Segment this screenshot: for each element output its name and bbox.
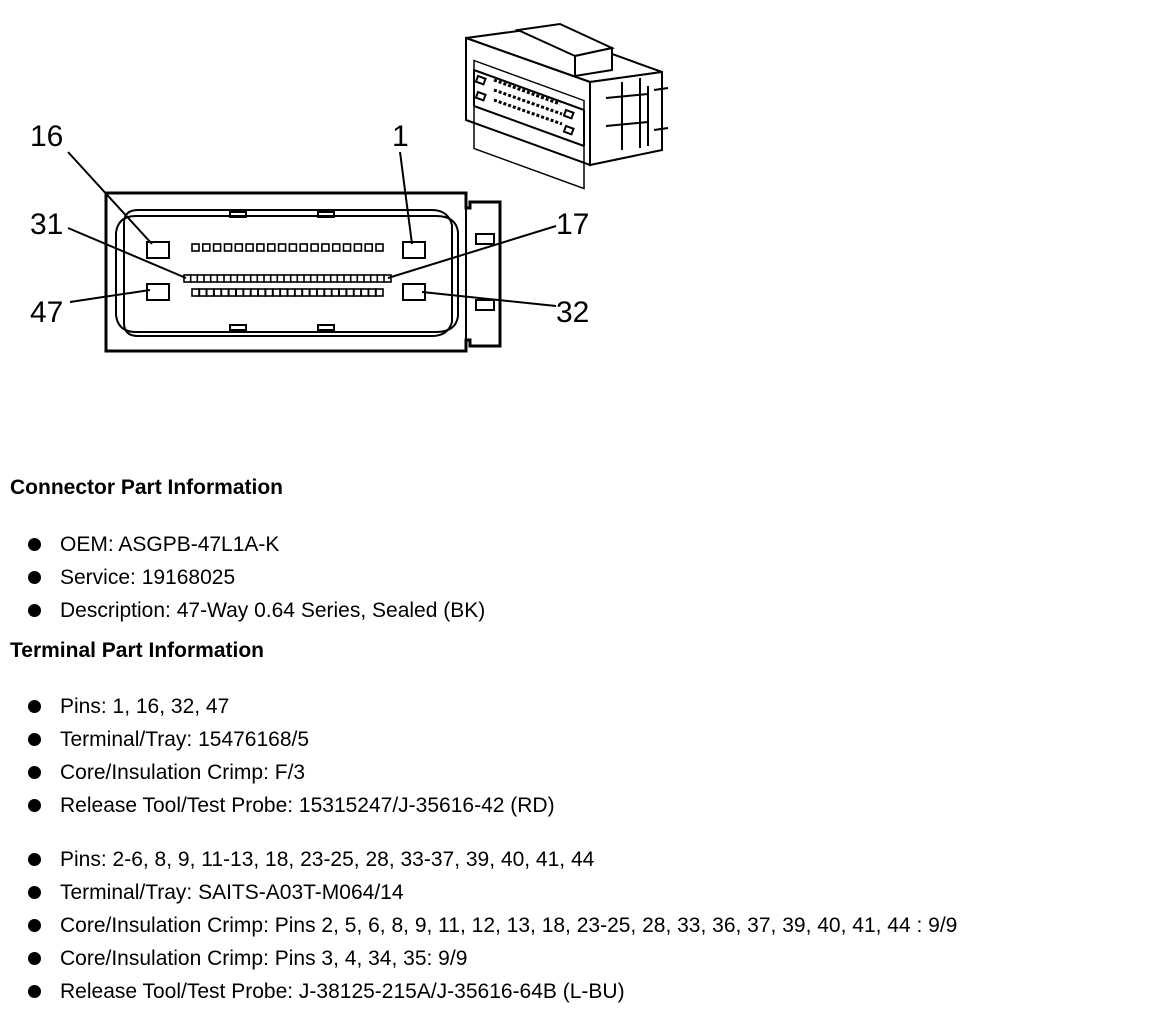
connector-diagram: 16 1 31 17 47 32 (30, 22, 669, 353)
bullet-icon (28, 766, 41, 779)
pin-label-16: 16 (30, 120, 63, 153)
small-cavity (364, 243, 374, 252)
terminal-group-2: Pins: 2-6, 8, 9, 11-13, 18, 23-25, 28, 3… (28, 843, 957, 1008)
terminal-group-1: Pins: 1, 16, 32, 47 Terminal/Tray: 15476… (28, 690, 555, 822)
cavity-16 (146, 241, 170, 259)
small-cavity (279, 288, 289, 297)
small-cavity (277, 243, 287, 252)
small-cavity (308, 288, 318, 297)
connector-part-heading: Connector Part Information (10, 476, 284, 499)
small-cavity (256, 243, 265, 252)
small-cavity (242, 288, 252, 297)
list-item: Terminal/Tray: 15476168/5 (28, 723, 555, 756)
cavity-row-middle (183, 274, 392, 283)
cavity-row-top (191, 243, 384, 252)
bullet-icon (28, 985, 41, 998)
pin-label-32: 32 (556, 296, 589, 329)
bullet-icon (28, 952, 41, 965)
small-cavity (345, 288, 355, 297)
list-item: OEM: ASGPB-47L1A-K (28, 528, 485, 561)
small-cavity (342, 243, 352, 252)
small-cavity (288, 243, 298, 252)
small-cavity (360, 288, 370, 297)
small-cavity (212, 243, 222, 252)
list-item: Core/Insulation Crimp: F/3 (28, 756, 555, 789)
small-cavity (202, 243, 211, 252)
leader-lines (67, 151, 557, 307)
small-cavity (338, 288, 348, 297)
small-cavity (310, 243, 319, 252)
leader-47 (69, 289, 151, 303)
connector-part-list: OEM: ASGPB-47L1A-K Service: 19168025 Des… (28, 528, 485, 627)
small-cavity (266, 243, 276, 252)
list-item: Core/Insulation Crimp: Pins 3, 4, 34, 35… (28, 942, 957, 975)
list-item: Service: 19168025 (28, 561, 485, 594)
bullet-icon (28, 538, 41, 551)
list-item: Release Tool/Test Probe: J-38125-215A/J-… (28, 975, 957, 1008)
small-cavity (294, 288, 303, 297)
small-cavity (198, 288, 208, 297)
list-item: Terminal/Tray: SAITS-A03T-M064/14 (28, 876, 957, 909)
small-cavity (234, 243, 244, 252)
small-cavity (299, 243, 309, 252)
small-cavity (235, 288, 244, 297)
cavity-32 (402, 283, 426, 301)
bullet-icon (28, 799, 41, 812)
small-cavity (353, 288, 362, 297)
small-cavity (331, 243, 341, 252)
leader-1 (399, 151, 413, 245)
small-cavity (264, 288, 274, 297)
pin-label-47: 47 (30, 296, 63, 329)
list-item: Description: 47-Way 0.64 Series, Sealed … (28, 594, 485, 627)
small-cavity (245, 243, 254, 252)
terminal-part-heading: Terminal Part Information (10, 639, 264, 662)
small-cavity (191, 288, 200, 297)
small-cavity (353, 243, 363, 252)
connector-face (104, 191, 502, 353)
list-item: Core/Insulation Crimp: Pins 2, 5, 6, 8, … (28, 909, 957, 942)
small-cavity (383, 274, 392, 283)
small-cavity (223, 243, 233, 252)
leader-17 (387, 225, 557, 279)
small-cavity (301, 288, 311, 297)
small-cavity (286, 288, 296, 297)
leader-32 (421, 291, 557, 307)
list-item: Pins: 2-6, 8, 9, 11-13, 18, 23-25, 28, 3… (28, 843, 957, 876)
small-cavity (321, 243, 330, 252)
bullet-icon (28, 733, 41, 746)
pin-label-31: 31 (30, 208, 63, 241)
small-cavity (220, 288, 230, 297)
small-cavity (257, 288, 267, 297)
bullet-icon (28, 571, 41, 584)
bullet-icon (28, 919, 41, 932)
large-cavities (146, 241, 426, 301)
small-cavity (375, 288, 384, 297)
small-cavity (250, 288, 259, 297)
small-cavity (272, 288, 281, 297)
leader-31 (67, 227, 187, 279)
pin-label-1: 1 (392, 120, 409, 153)
small-cavity (228, 288, 237, 297)
cavity-1 (402, 241, 426, 259)
cavity-47 (146, 283, 170, 301)
bullet-icon (28, 853, 41, 866)
leader-16 (67, 151, 153, 245)
list-item: Release Tool/Test Probe: 15315247/J-3561… (28, 789, 555, 822)
bullet-icon (28, 604, 41, 617)
bullet-icon (28, 886, 41, 899)
small-cavity (375, 243, 384, 252)
small-cavity (191, 243, 200, 252)
small-cavity (330, 288, 340, 297)
cavity-row-bottom (191, 288, 384, 297)
small-cavity (205, 288, 215, 297)
pin-label-17: 17 (556, 208, 589, 241)
small-cavity (367, 288, 377, 297)
small-cavity (316, 288, 325, 297)
bullet-icon (28, 700, 41, 713)
list-item: Pins: 1, 16, 32, 47 (28, 690, 555, 723)
connector-3d-view (465, 22, 669, 190)
small-cavity (323, 288, 333, 297)
small-cavity (213, 288, 222, 297)
